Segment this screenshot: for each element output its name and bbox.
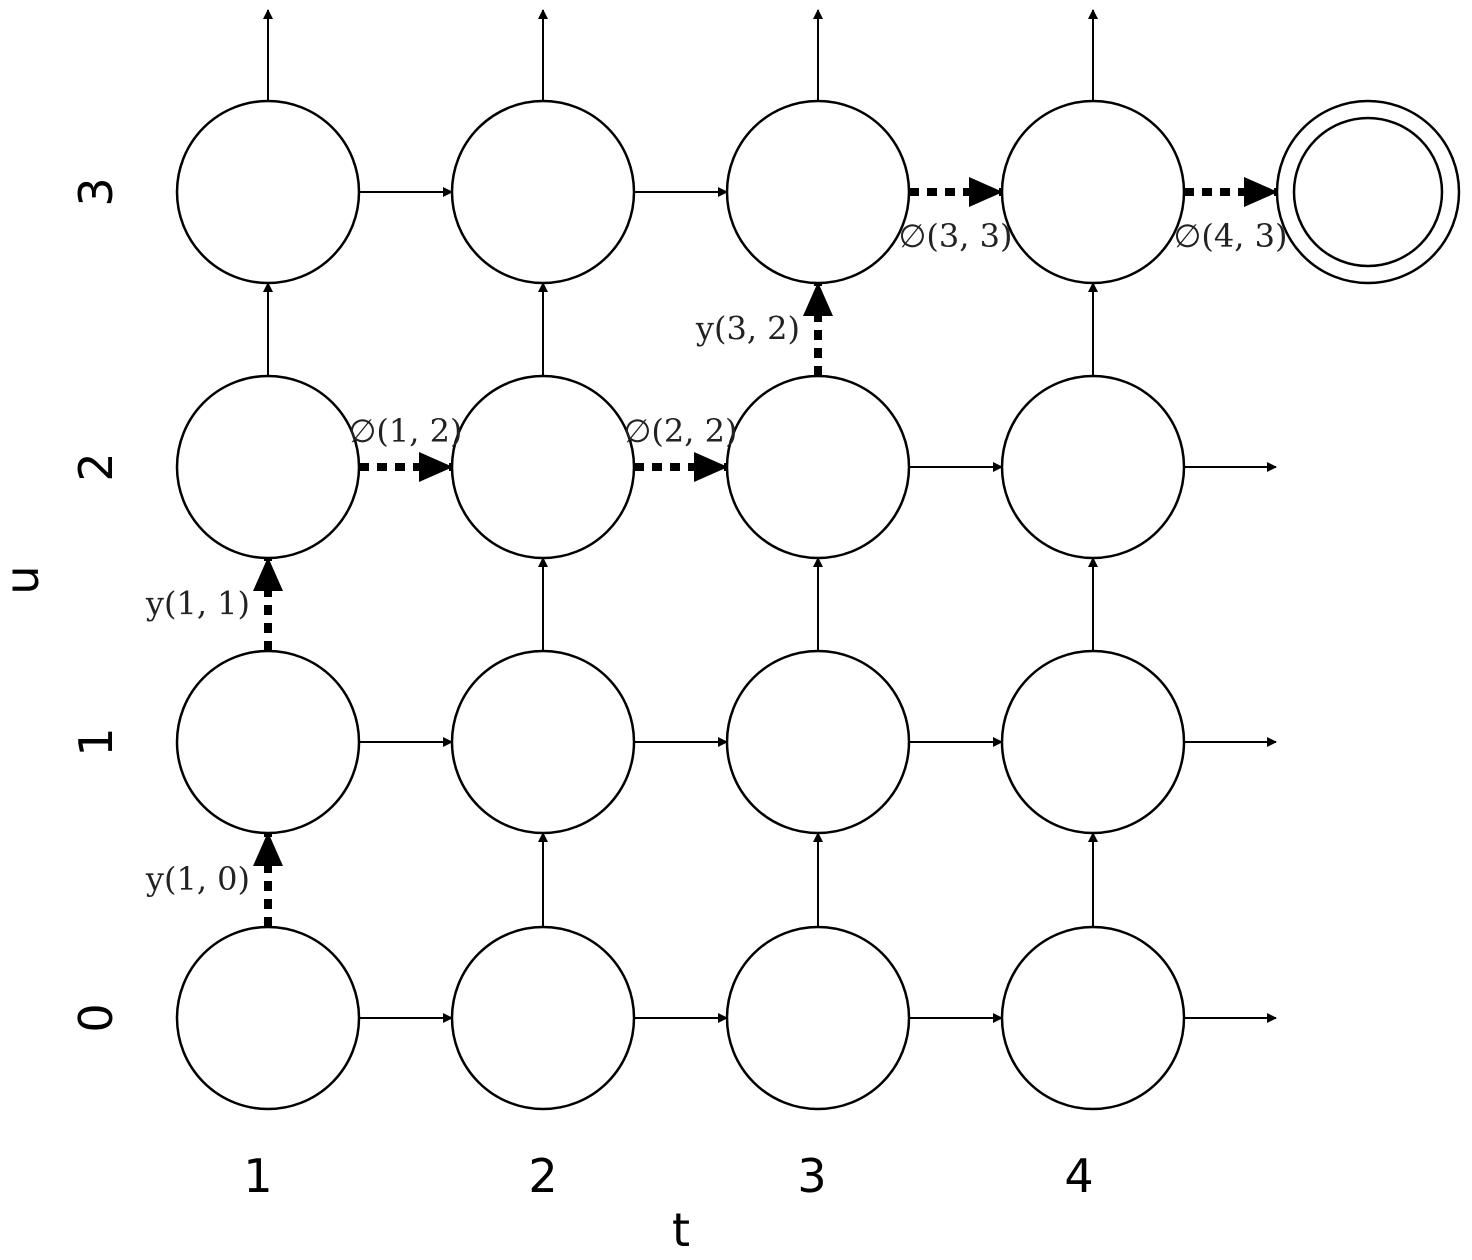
u-tick-3: 3 xyxy=(69,177,123,206)
node-t1-u3 xyxy=(175,99,361,285)
u-tick-2: 2 xyxy=(69,452,123,481)
node-t3-u3 xyxy=(725,99,911,285)
node-t1-u2 xyxy=(175,374,361,560)
node-t4-u2 xyxy=(1000,374,1186,560)
edge-labels: y(1, 0) y(1, 1) ∅(1, 2) ∅(2, 2) y(3, 2) ∅(3, … xyxy=(145,217,1288,898)
path-label-5: ∅(3, 3) xyxy=(899,217,1013,255)
t-tick-4: 4 xyxy=(1064,1149,1093,1203)
node-t2-u3 xyxy=(450,99,636,285)
node-t4-u0 xyxy=(1000,925,1186,1111)
edges xyxy=(253,9,1278,1023)
t-axis-title: t xyxy=(672,1203,690,1257)
path-label-1: y(1, 1) xyxy=(145,585,250,623)
node-t3-u1 xyxy=(725,649,911,835)
u-axis-title: u xyxy=(0,565,49,594)
node-t3-u0 xyxy=(725,925,911,1111)
t-tick-2: 2 xyxy=(528,1149,557,1203)
path-label-2: ∅(1, 2) xyxy=(349,412,463,450)
path-label-0: y(1, 0) xyxy=(145,860,250,898)
terminal-node-inner xyxy=(1292,116,1444,268)
node-t3-u2 xyxy=(725,374,911,560)
nodes xyxy=(175,99,1461,1111)
path-label-3: ∅(2, 2) xyxy=(624,412,738,450)
node-t4-u3 xyxy=(1000,99,1186,285)
t-tick-3: 3 xyxy=(797,1149,826,1203)
node-t4-u1 xyxy=(1000,649,1186,835)
path-label-6: ∅(4, 3) xyxy=(1174,217,1288,255)
node-t2-u1 xyxy=(450,649,636,835)
node-t1-u0 xyxy=(175,925,361,1111)
u-tick-0: 0 xyxy=(69,1003,123,1032)
path-label-4: y(3, 2) xyxy=(695,310,800,348)
t-tick-1: 1 xyxy=(243,1149,272,1203)
node-t2-u0 xyxy=(450,925,636,1111)
node-t1-u1 xyxy=(175,649,361,835)
node-t2-u2 xyxy=(450,374,636,560)
u-tick-1: 1 xyxy=(69,727,123,756)
